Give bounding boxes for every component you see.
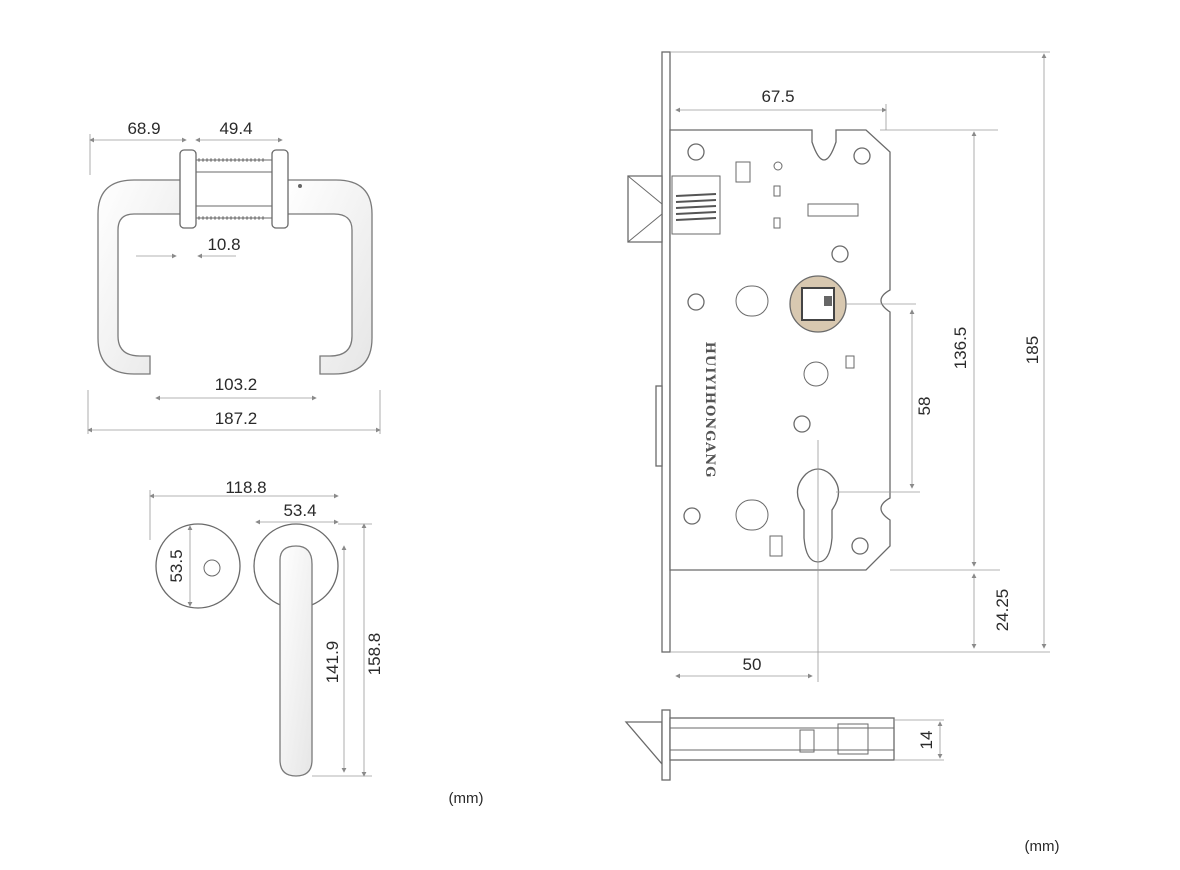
screw-1 xyxy=(687,143,705,161)
dim-bottom-offset: 24.25 xyxy=(993,589,1012,632)
rose-left xyxy=(179,149,197,229)
dim-handle-to-cylinder: 58 xyxy=(915,397,934,416)
lever-arm xyxy=(279,545,313,777)
latch-bolt xyxy=(627,175,663,243)
dim-overall-width: 187.2 xyxy=(215,409,258,428)
rose-right xyxy=(271,149,289,229)
screw-3 xyxy=(831,245,849,263)
dim-thickness: 14 xyxy=(917,731,936,750)
dim-rose-diameter-right: 53.4 xyxy=(283,501,316,520)
handle-tube xyxy=(97,179,187,375)
screw-2 xyxy=(853,147,871,165)
dim-backset: 50 xyxy=(743,655,762,674)
dim-rose-spacing: 49.4 xyxy=(219,119,252,138)
dim-rose-diameter-left: 53.5 xyxy=(167,549,186,582)
dim-lever-length: 141.9 xyxy=(323,641,342,684)
handle-tube-right xyxy=(285,179,373,375)
rose-plate-left xyxy=(155,523,241,609)
dim-overall-length: 158.8 xyxy=(365,633,384,676)
top-latch xyxy=(624,721,663,766)
brand-text: HUIYIHONGANG xyxy=(702,342,717,479)
dim-rose-thickness: 10.8 xyxy=(207,235,240,254)
top-case xyxy=(669,717,895,761)
screw-4 xyxy=(687,293,705,311)
dim-overall-height: 185 xyxy=(1023,336,1042,364)
dim-grip-gap: 103.2 xyxy=(215,375,258,394)
handle-side-view: 118.8 53.4 53.5 141.9 158.8 xyxy=(149,478,384,777)
units-label-left: (mm) xyxy=(449,790,484,807)
lock-case xyxy=(669,129,891,571)
dim-backset-top: 67.5 xyxy=(761,87,794,106)
handle-front-view: 68.9 49.4 10.8 103.2 187.2 xyxy=(87,119,381,434)
units-label-right: (mm) xyxy=(1025,838,1060,855)
faceplate xyxy=(661,51,671,653)
dim-height-136: 136.5 xyxy=(951,327,970,370)
lock-top-view: 14 xyxy=(624,709,944,781)
screw-7 xyxy=(851,537,869,555)
screw-5 xyxy=(793,415,811,433)
screw-6 xyxy=(683,507,701,525)
dim-rose-offset: 68.9 xyxy=(127,119,160,138)
lock-body-view: HUIYIHONGANG 67.5 136.5 185 58 24.25 50 xyxy=(627,51,1050,682)
dim-total-projection: 118.8 xyxy=(225,478,266,497)
